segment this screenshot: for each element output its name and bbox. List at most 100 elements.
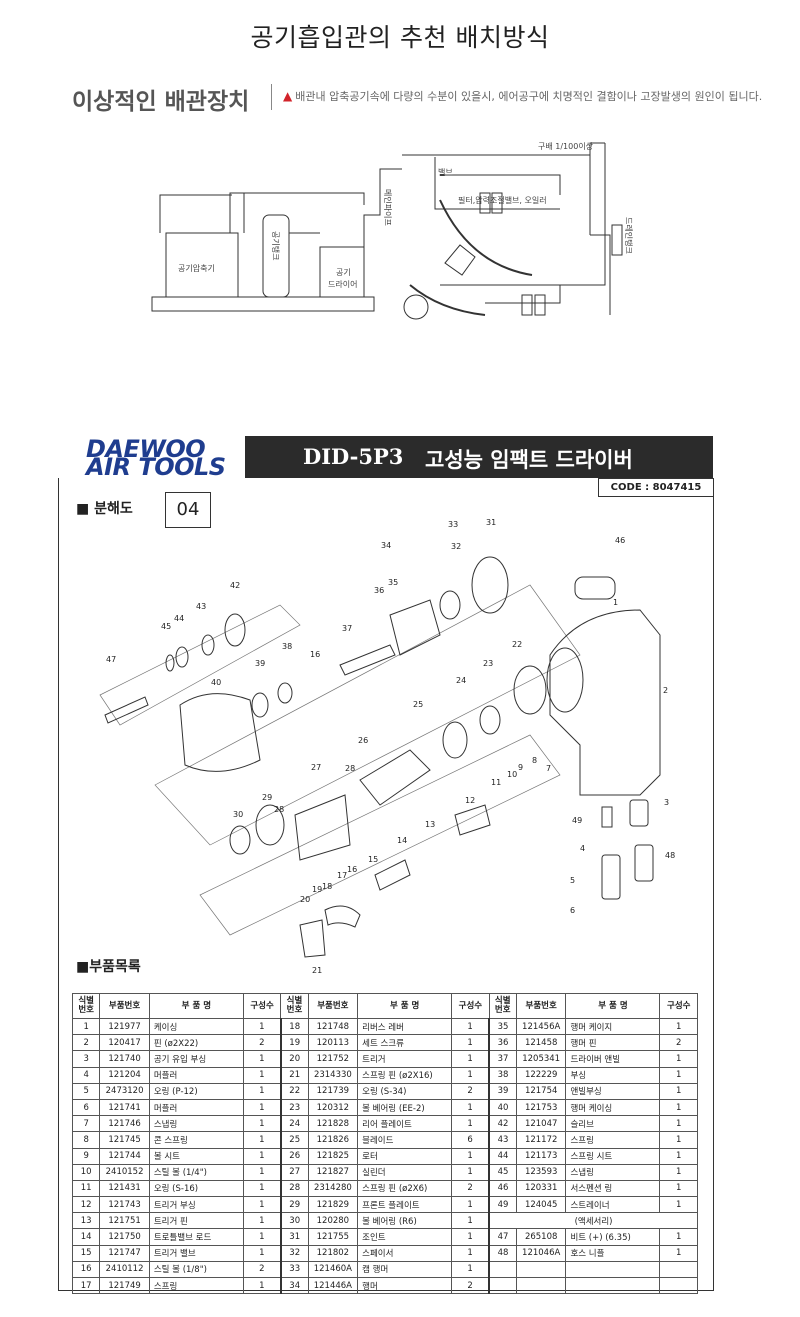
part-num: 26: [358, 736, 368, 745]
table-cell-name: 스페이서: [357, 1244, 453, 1262]
table-cell-name: 블레이드: [357, 1131, 453, 1149]
table-cell-no: 16: [71, 1260, 101, 1279]
part-num: 25: [413, 700, 423, 709]
label-valve: 밸브: [438, 167, 453, 177]
table-cell-name: 오링 (S-34): [357, 1082, 453, 1100]
part-num: 15: [368, 855, 378, 864]
table-cell-part-no: 121743: [99, 1196, 150, 1214]
part-num: 11: [491, 778, 501, 787]
table-cell-name: 볼 베어링 (EE-2): [357, 1098, 453, 1117]
part-num: 18: [322, 882, 332, 891]
part-num: 32: [451, 542, 461, 551]
table-cell-part-no: 121752: [307, 1050, 359, 1068]
table-cell-no: 34: [279, 1276, 309, 1295]
table-cell-name: 스프링: [565, 1131, 661, 1149]
table-cell-no: 48: [488, 1244, 517, 1262]
table-cell-qty: 1: [451, 1034, 490, 1052]
brand-line1: DAEWOO: [86, 435, 206, 463]
table-cell-part-no: 121829: [307, 1196, 359, 1214]
part-num: 42: [230, 581, 240, 590]
table-cell-no: 32: [279, 1244, 309, 1262]
table-cell-part-no: 2314280: [307, 1179, 359, 1198]
part-num: 43: [196, 602, 206, 611]
table-cell-no: 18: [279, 1017, 309, 1036]
table-cell-qty: 1: [659, 1196, 698, 1214]
table-cell-qty: 1: [451, 1050, 490, 1068]
table-cell-name: [565, 1276, 661, 1295]
table-cell-name: 슬리브: [565, 1115, 661, 1133]
part-num: 28: [345, 764, 355, 773]
table-cell-name: 오링 (P-12): [148, 1082, 244, 1100]
table-cell-qty: 1: [659, 1244, 698, 1262]
table-cell-no: 29: [279, 1196, 309, 1214]
table-cell-no: 46: [488, 1179, 517, 1198]
header-name: 부 품 명: [148, 993, 244, 1019]
part-num: 24: [456, 676, 466, 685]
table-cell-name: 리버스 레버: [357, 1017, 453, 1036]
table-cell-no: 43: [488, 1131, 517, 1149]
parts-list-label: ■부품목록: [76, 959, 141, 975]
table-cell-name: 트리거 핀: [148, 1212, 244, 1230]
part-num: 10: [507, 770, 517, 779]
label-tank: 공기탱크: [271, 231, 281, 260]
table-cell-qty: [659, 1276, 698, 1295]
table-cell-name: 행머 케이싱: [565, 1098, 661, 1117]
piping-diagram: 구배 1/100이상 밸브 필터,압력조절밸브, 오일러 메인파이프 공기탱크 …: [151, 141, 634, 320]
table-cell-name: 스냅링: [565, 1163, 661, 1181]
bit-shape: [104, 696, 149, 724]
table-cell-name: 핀 (ø2X22): [148, 1034, 244, 1052]
table-cell-qty: 1: [242, 1050, 282, 1068]
table-cell-no: 2: [71, 1034, 101, 1052]
table-cell-name: 행머: [357, 1276, 453, 1295]
table-cell-part-no: 121460A: [307, 1260, 359, 1279]
table-cell-part-no: 121741: [99, 1098, 150, 1117]
table-cell-no: 44: [488, 1147, 517, 1165]
table-cell-part-no: 121204: [99, 1066, 150, 1084]
part-num: 49: [572, 816, 582, 825]
table-cell-part-no: 121745: [99, 1131, 150, 1149]
table-cell-name: 오링 (S-16): [148, 1179, 244, 1198]
table-cell-part-no: 121827: [307, 1163, 359, 1181]
table-cell-no: 39: [488, 1082, 517, 1100]
table-cell-qty: 1: [242, 1131, 282, 1149]
table-cell-qty: 1: [242, 1179, 282, 1198]
table-cell-name: 서스펜션 링: [565, 1179, 661, 1198]
table-cell-qty: 2: [242, 1260, 282, 1279]
table-cell-qty: 2: [242, 1034, 282, 1052]
table-cell-no: 4: [71, 1066, 101, 1084]
table-cell-name: 스프링: [148, 1276, 244, 1295]
part-num: 14: [397, 836, 407, 845]
table-cell-qty: 1: [659, 1050, 698, 1068]
table-cell-name: 스틸 볼 (1/8"): [148, 1260, 244, 1279]
table-cell-qty: 1: [242, 1098, 282, 1117]
table-cell-part-no: 121755: [307, 1228, 359, 1246]
muffler: [601, 854, 621, 900]
table-cell-no: 19: [279, 1034, 309, 1052]
part-num: 7: [546, 764, 551, 773]
table-cell-qty: 1: [451, 1228, 490, 1246]
table-cell-no: 13: [71, 1212, 101, 1230]
part-num: 3: [664, 798, 669, 807]
table-cell-qty: 1: [451, 1115, 490, 1133]
part-num: 5: [570, 876, 575, 885]
table-cell-name: 조인트: [357, 1228, 453, 1246]
cylinder-shape: [294, 794, 351, 861]
part-num: 2: [663, 686, 668, 695]
table-cell-part-no: 120113: [307, 1034, 359, 1052]
table-cell-part-no: 121828: [307, 1115, 359, 1133]
table-cell-qty: 1: [659, 1082, 698, 1100]
part-num: 36: [374, 586, 384, 595]
table-cell-qty: 2: [451, 1276, 490, 1295]
table-cell-name: 트리거: [357, 1050, 453, 1068]
header-part-no: 부품번호: [99, 993, 150, 1019]
table-cell-part-no: 120312: [307, 1098, 359, 1117]
table-cell-part-no: 121977: [99, 1017, 150, 1036]
table-cell-no: 17: [71, 1276, 101, 1295]
label-dryer-1: 공기: [336, 268, 351, 277]
filter-unit-4: [534, 294, 546, 316]
